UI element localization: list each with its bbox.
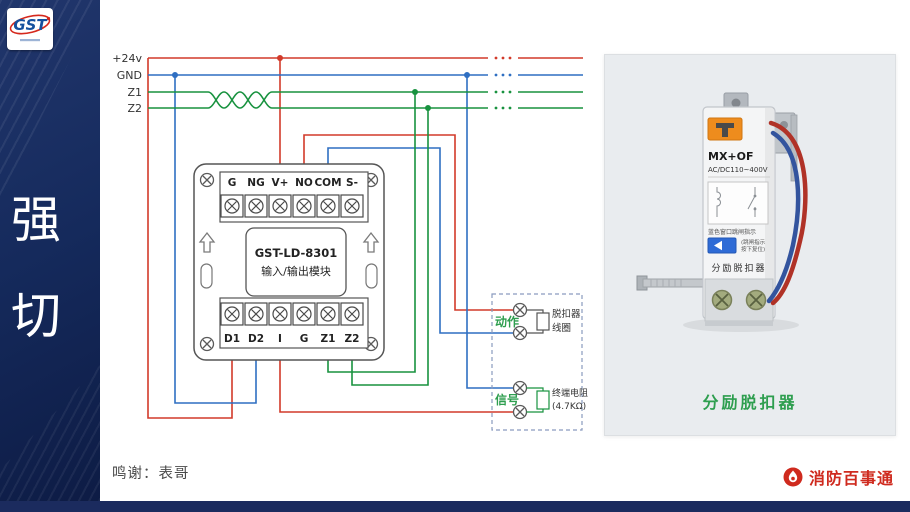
- wire-com-to-coil: [327, 147, 513, 334]
- device-model-text: MX+OF: [708, 150, 754, 163]
- bus-ellipsis: [494, 56, 512, 110]
- terminal-label-vplus: V+: [272, 177, 289, 189]
- resistor-text-1: 终端电阻: [552, 387, 588, 399]
- logo-tagline-bar: [20, 39, 40, 42]
- terminal-label-sminus: S-: [346, 177, 358, 189]
- bus-label-z2: Z2: [127, 102, 142, 115]
- resistor-text-2: (4.7KΩ): [552, 402, 586, 412]
- terminal-label-g: G: [228, 177, 237, 189]
- gst-logo-art: GST: [9, 14, 51, 42]
- resistor-symbol: [526, 387, 550, 413]
- signal-label: 信号: [495, 392, 519, 407]
- bus-labels: +24v GND Z1 Z2: [112, 52, 142, 115]
- blue-wires: [148, 74, 583, 404]
- wire-z1-bus: [148, 91, 583, 109]
- terminal-label-z2: Z2: [345, 333, 360, 345]
- bus-label-gnd: GND: [117, 69, 142, 82]
- terminal-label-d1: D1: [224, 333, 240, 345]
- coil-symbol: [526, 309, 550, 334]
- terminal-label-z1: Z1: [321, 333, 336, 345]
- device-label-text: 分励脱扣器: [711, 262, 766, 274]
- io-module: G NG V+ NO COM S- D1 D2 I G Z1 Z2 GST-LD…: [193, 163, 385, 361]
- module-type: 输入/输出模块: [261, 264, 331, 278]
- device-indicator-note: 蓝色窗口跳闸指示: [708, 228, 756, 236]
- credit-text: 鸣谢：表哥: [112, 466, 190, 482]
- device-body: MX+OF AC/DC110~400V 蓝色窗口跳闸指示 (跳闸指示 按下复位): [702, 106, 776, 326]
- page-title-char-1: 强: [11, 191, 61, 249]
- device-reset-note-1: (跳闸指示: [741, 238, 766, 246]
- photo-caption: 分励脱扣器: [702, 393, 798, 412]
- trip-unit-dashed-border: [491, 293, 583, 431]
- device-blue-indicator: [707, 237, 737, 254]
- module-slot-right: [365, 263, 378, 289]
- device-voltage-text: AC/DC110~400V: [708, 166, 768, 174]
- device-blue-wire: [766, 130, 801, 304]
- top-terminal-labels: G NG V+ NO COM S-: [228, 177, 358, 189]
- module-slot-left: [200, 263, 213, 289]
- module-model: GST-LD-8301: [255, 246, 338, 260]
- bus-label-24v: +24v: [112, 52, 142, 65]
- signal-terminal-top: [512, 380, 528, 396]
- bottom-terminal-labels: D1 D2 I G Z1 Z2: [224, 333, 359, 345]
- brand-logo: 消防百事通: [782, 465, 894, 489]
- device-reset-note-2: 按下复位): [741, 245, 765, 253]
- signal-terminal-bottom: [512, 404, 528, 420]
- terminal-label-com: COM: [314, 177, 341, 189]
- junction-dots: [172, 55, 470, 111]
- device-photo: MX+OF AC/DC110~400V 蓝色窗口跳闸指示 (跳闸指示 按下复位): [636, 92, 808, 332]
- device-terminal-block: [704, 278, 774, 326]
- green-wires: [148, 91, 583, 386]
- terminal-label-i: I: [278, 333, 282, 345]
- bus-label-z1: Z1: [127, 86, 142, 99]
- device-photo-panel: MX+OF AC/DC110~400V 蓝色窗口跳闸指示 (跳闸指示 按下复位): [604, 54, 896, 436]
- sidebar: GST 强 切: [0, 0, 100, 512]
- device-schematic: [707, 181, 769, 225]
- fire-icon: [783, 467, 803, 487]
- page-title-char-2: 切: [11, 287, 61, 345]
- wire-z2-to-module: [351, 108, 429, 386]
- logo-text: GST: [13, 16, 48, 34]
- gst-logo: GST: [7, 8, 53, 50]
- coil-text-1: 脱扣器: [552, 308, 581, 320]
- module-name-plate: [245, 227, 347, 297]
- module-corner-screw: [199, 172, 215, 188]
- terminal-label-ng: NG: [247, 177, 264, 189]
- action-label: 动作: [495, 314, 519, 329]
- module-corner-screw: [199, 336, 215, 352]
- device-red-wire: [768, 120, 808, 306]
- device-orange-switch: [707, 117, 743, 141]
- terminal-label-d2: D2: [248, 333, 264, 345]
- terminal-label-no: NO: [295, 177, 313, 189]
- wire-z2-bus: [148, 91, 583, 109]
- terminal-label-g2: G: [300, 333, 309, 345]
- brand-text: 消防百事通: [808, 469, 894, 488]
- trip-unit-box: 动作 脱扣器 线圈 信号 终端电阻 (4.7KΩ): [491, 293, 588, 431]
- bottom-bar: [0, 501, 910, 512]
- coil-text-2: 线圈: [552, 322, 571, 334]
- red-wires: [147, 57, 583, 419]
- wire-gnd-to-signal: [466, 75, 513, 389]
- wire-gnd-to-d2: [174, 75, 257, 404]
- action-terminal-bottom: [512, 325, 528, 341]
- wire-24v-to-d1: [147, 58, 233, 419]
- logo-dot: [46, 16, 51, 21]
- wire-z1-to-module: [327, 92, 416, 373]
- device-screw-rod: [636, 275, 708, 291]
- wire-no-to-coil: [303, 134, 513, 311]
- wire-i-to-signal: [279, 360, 513, 413]
- action-terminal-top: [512, 302, 528, 318]
